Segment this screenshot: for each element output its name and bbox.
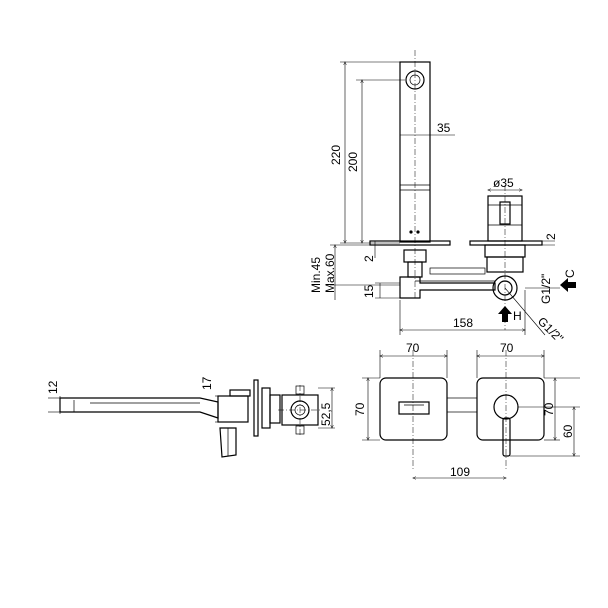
dim-35: 35: [437, 121, 451, 135]
thread-g12-cold: G1/2": [539, 274, 553, 304]
dim-70-height-right: 70: [542, 402, 556, 416]
dim-109: 109: [450, 465, 470, 479]
front-view: [330, 50, 576, 336]
dim-52-5: 52,5: [319, 402, 333, 426]
dim-diameter-35: ø35: [493, 176, 514, 190]
cold-inlet-arrow-icon: [560, 278, 576, 292]
dim-2-left: 2: [362, 255, 376, 262]
side-view: [48, 379, 335, 458]
dim-200: 200: [346, 152, 360, 172]
dim-min45: Min.45: [309, 257, 323, 293]
plates-view: [362, 350, 580, 478]
dim-70-left-plate: 70: [406, 341, 420, 355]
dim-220: 220: [329, 145, 343, 165]
label-cold: C: [563, 269, 577, 278]
dim-15: 15: [362, 284, 376, 298]
dim-max60: Max.60: [323, 253, 337, 293]
thread-g12-hot: G1/2": [535, 314, 566, 345]
dim-2-plate: 2: [544, 233, 558, 240]
label-hot: H: [513, 309, 522, 323]
dim-12: 12: [46, 380, 60, 394]
hot-inlet-arrow-icon: [498, 306, 512, 322]
dim-70-right-plate: 70: [500, 341, 514, 355]
dim-70-height-left: 70: [353, 402, 367, 416]
dim-158: 158: [453, 316, 473, 330]
dim-60: 60: [561, 424, 575, 438]
dim-17: 17: [200, 376, 214, 390]
